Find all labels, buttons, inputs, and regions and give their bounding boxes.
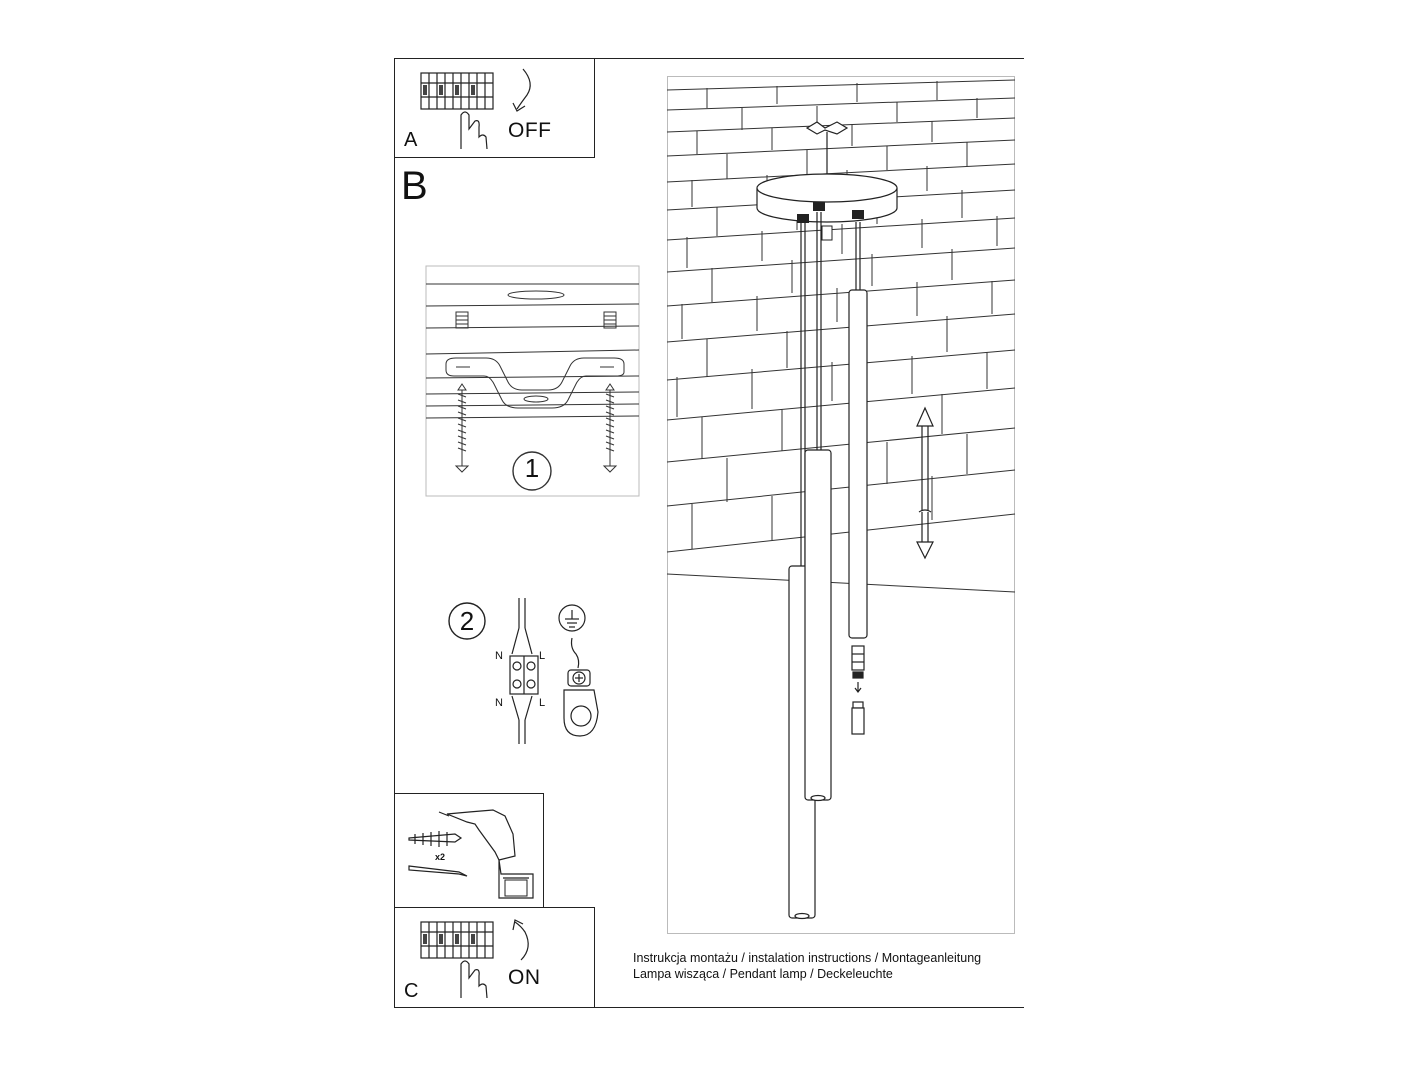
step-b-letter: B xyxy=(401,164,428,208)
footer-line-1: Instrukcja montażu / instalation instruc… xyxy=(633,951,982,965)
footer-line-2: Lampa wisząca / Pendant lamp / Deckeleuc… xyxy=(633,967,893,981)
detail-2-number: 2 xyxy=(459,606,475,636)
bracket-mounting-detail xyxy=(425,265,640,497)
breaker-on-illustration xyxy=(420,919,529,999)
step-a-panel: A OFF xyxy=(394,58,595,158)
wiring-detail xyxy=(448,598,599,744)
ceiling-tiles xyxy=(666,79,1016,593)
terminal-label-bottom-neutral: N xyxy=(495,697,503,709)
terminal-label-top-live: L xyxy=(539,650,546,662)
step-c-letter: C xyxy=(404,980,419,1002)
instruction-sheet-frame xyxy=(394,58,1024,1008)
fixing-quantity-label: x2 xyxy=(435,852,446,862)
pendant-lamp-illustration xyxy=(666,76,1016,934)
step-c-panel: C ON xyxy=(394,907,595,1008)
step-a-letter: A xyxy=(404,129,418,151)
cable-glands xyxy=(797,202,864,241)
step-c-action-label: ON xyxy=(508,966,541,989)
height-adjust-arrow xyxy=(916,406,934,560)
terminal-label-top-neutral: N xyxy=(495,650,503,662)
footer-title: Instrukcja montażu / instalation instruc… xyxy=(633,950,981,982)
step-a-action-label: OFF xyxy=(508,119,552,142)
bulb-socket xyxy=(851,645,865,735)
detail-1-number: 1 xyxy=(524,453,540,483)
terminal-label-bottom-live: L xyxy=(539,697,546,709)
breaker-off-illustration xyxy=(420,68,531,150)
tools-panel: x2 xyxy=(394,793,544,908)
drill-and-fixings-illustration xyxy=(408,809,534,899)
pendant-rods xyxy=(788,212,868,920)
